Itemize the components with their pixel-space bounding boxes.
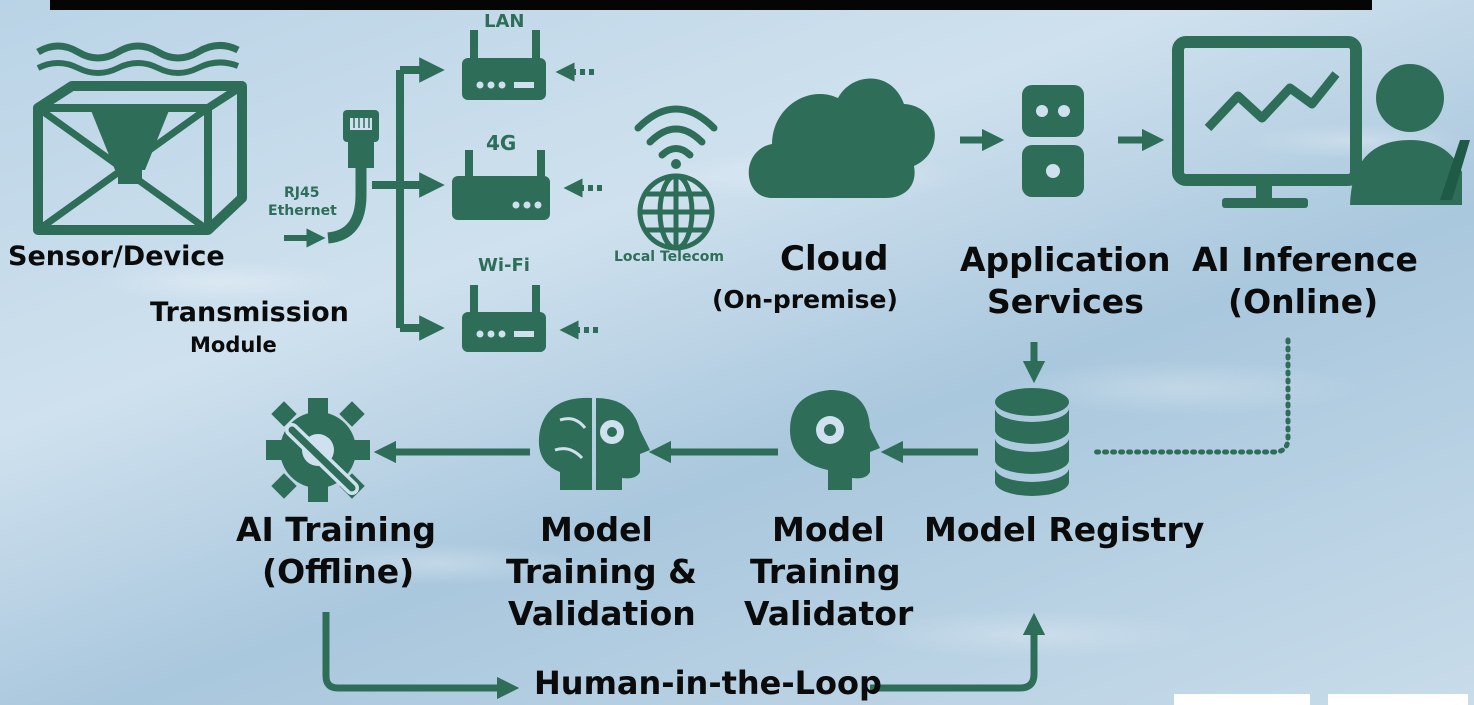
ethernet-plug-icon xyxy=(284,110,379,248)
router-icon xyxy=(452,150,602,220)
router-icon xyxy=(462,285,598,352)
sensor-device-label: Sensor/Device xyxy=(8,241,225,272)
database-icon xyxy=(995,388,1069,496)
wireless-signal-icon xyxy=(634,105,718,169)
training-validation-line3: Validation xyxy=(508,594,696,633)
validator-line2: Training xyxy=(750,552,901,591)
user-icon xyxy=(1350,64,1470,205)
module-label: Module xyxy=(190,333,277,357)
transmission-label: Transmission xyxy=(150,297,349,328)
validator-line3: Validator xyxy=(744,594,914,633)
monitor-chart-icon xyxy=(1172,36,1362,208)
branch-arrows xyxy=(372,57,445,341)
app-services-icon xyxy=(1022,85,1084,197)
ai-inference-line2: (Online) xyxy=(1228,282,1379,321)
ai-training-line2: (Offline) xyxy=(262,552,415,591)
corner-watermark xyxy=(1174,694,1310,705)
4g-label: 4G xyxy=(486,131,517,155)
ethernet-label: Ethernet xyxy=(268,203,337,219)
local-telecom-label: Local Telecom xyxy=(614,249,724,265)
globe-icon xyxy=(637,173,715,251)
app-services-line2: Services xyxy=(987,282,1144,321)
ai-inference-line1: AI Inference xyxy=(1192,240,1418,279)
cloud-label: Cloud xyxy=(780,239,889,279)
head-gear-icon xyxy=(790,390,880,490)
router-icon xyxy=(462,30,594,100)
rj45-label: RJ45 xyxy=(284,185,320,201)
ai-training-line1: AI Training xyxy=(236,510,436,549)
corner-watermark xyxy=(1328,694,1468,705)
model-registry-label: Model Registry xyxy=(924,510,1205,549)
validator-line1: Model xyxy=(772,510,885,549)
brain-gear-icon xyxy=(538,397,650,490)
wifi-label: Wi-Fi xyxy=(478,255,530,276)
gear-wrench-icon xyxy=(266,398,370,502)
training-validation-line1: Model xyxy=(540,510,653,549)
cloud-sub-label: (On-premise) xyxy=(712,285,898,314)
lan-label: LAN xyxy=(484,11,525,32)
cloud-icon xyxy=(748,78,935,198)
app-services-line1: Application xyxy=(960,240,1171,279)
sensor-device-icon xyxy=(33,42,247,235)
top-bar xyxy=(50,0,1372,10)
human-in-the-loop-label: Human-in-the-Loop xyxy=(534,664,882,702)
training-validation-line2: Training & xyxy=(506,552,697,591)
